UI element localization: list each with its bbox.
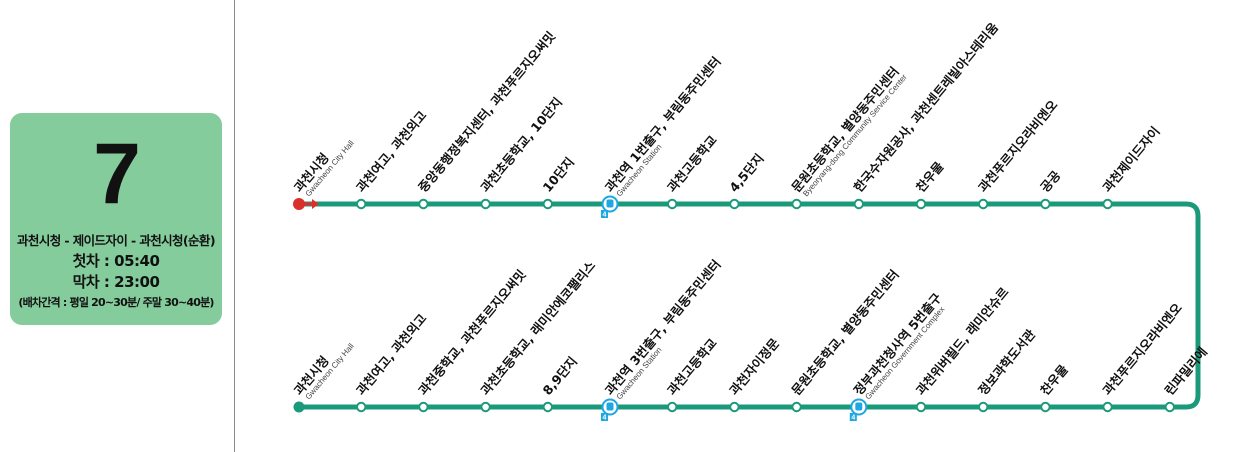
- start-arrow-icon: [304, 199, 319, 209]
- dispatch-interval: (배차간격 : 평일 20~30분/ 주말 30~40분): [18, 296, 214, 309]
- outbound-stop-6-dot: [667, 198, 678, 210]
- return-stop-11-dot: [978, 401, 989, 413]
- start-marker-icon: [293, 198, 305, 210]
- subway-line-number: 4: [603, 212, 607, 219]
- return-stop-5-label: 과천역 3번출구, 부림동주민센터: [602, 257, 724, 398]
- last-bus-time: 막차 : 23:00: [72, 273, 160, 291]
- return-stop-4-label: 8,9단지: [540, 354, 581, 398]
- outbound-stop-12-label: 공공: [1037, 167, 1064, 195]
- return-stop-6-label: 과천고등학교: [664, 335, 720, 398]
- subway-line-number: 4: [603, 415, 607, 422]
- route-info-card: 7 과천시청 - 제이드자이 - 과천시청(순환) 첫차 : 05:40 막차 …: [10, 113, 222, 325]
- outbound-stop-10-dot: [915, 198, 927, 210]
- outbound-stop-13-label: 과천제이드자이: [1099, 124, 1162, 195]
- return-stop-7-dot: [729, 401, 740, 413]
- outbound-stop-4-label: 10단지: [540, 154, 577, 195]
- train-icon: [606, 199, 614, 208]
- outbound-stop-8-label: 문원초등학교, 별양동주민센터: [788, 64, 901, 195]
- outbound-stop-7-dot: [729, 198, 740, 210]
- train-icon: [855, 402, 863, 411]
- return-stop-12-dot: [1040, 401, 1051, 413]
- outbound-stop-2-dot: [418, 198, 429, 210]
- outbound-stop-11-dot: [978, 198, 989, 210]
- return-stop-9-sublabel: Gwacheon Government Complex: [863, 305, 946, 401]
- return-stop-7-label: 과천자이정문: [726, 335, 782, 398]
- return-stop-14-label: 린파밀리에: [1162, 344, 1210, 398]
- return-stop-13-dot: [1102, 401, 1113, 413]
- subway-line-badge: [601, 413, 608, 421]
- outbound-stop-13-dot: [1102, 198, 1113, 210]
- return-stop-14-dot: [1164, 401, 1176, 413]
- outbound-stop-3-dot: [480, 198, 491, 210]
- route-line: [299, 201, 1201, 410]
- outbound-stop-6-label: 과천고등학교: [664, 132, 720, 195]
- outbound-stop-1-dot: [356, 198, 367, 210]
- return-stop-10-dot: [915, 401, 927, 413]
- outbound-stop-8-dot: [791, 198, 802, 210]
- return-stop-1-dot: [356, 401, 367, 413]
- subway-line-number: 4: [851, 415, 855, 422]
- panel-divider: [234, 0, 235, 452]
- return-stop-4-dot: [542, 401, 553, 413]
- outbound-stop-12-dot: [1040, 198, 1051, 210]
- subway-line-badge: [601, 210, 608, 218]
- return-stop-6-dot: [667, 401, 678, 413]
- outbound-stop-2-label: 중앙동행정복지센터, 과천푸르지오써밋: [415, 29, 558, 195]
- outbound-stop-4-dot: [542, 198, 553, 210]
- return-stop-8-dot: [791, 401, 802, 413]
- outbound-stop-7-label: 4,5단지: [726, 151, 767, 195]
- end-marker-icon: [293, 401, 305, 413]
- return-stop-11-label: 정보과학도서관: [975, 326, 1039, 398]
- return-stop-3-dot: [480, 401, 491, 413]
- subway-line-badge: [849, 413, 857, 421]
- outbound-stop-5-label: 과천역 1번출구, 부림동주민센터: [602, 54, 724, 195]
- outbound-stop-10-label: 찬우물: [913, 158, 947, 194]
- return-stop-2-label: 과천중학교, 과천푸르지오써밋: [415, 267, 528, 398]
- return-stop-12-label: 찬우물: [1037, 361, 1071, 397]
- train-icon: [606, 402, 614, 411]
- first-bus-time: 첫차 : 05:40: [72, 252, 160, 270]
- route-name: 과천시청 - 제이드자이 - 과천시청(순환): [17, 233, 216, 248]
- route-number: 7: [93, 126, 141, 222]
- outbound-stop-9-dot: [853, 198, 864, 210]
- return-stop-3-label: 과천초등학교, 래미안에코팰리스: [477, 258, 598, 398]
- return-stop-2-dot: [418, 401, 429, 413]
